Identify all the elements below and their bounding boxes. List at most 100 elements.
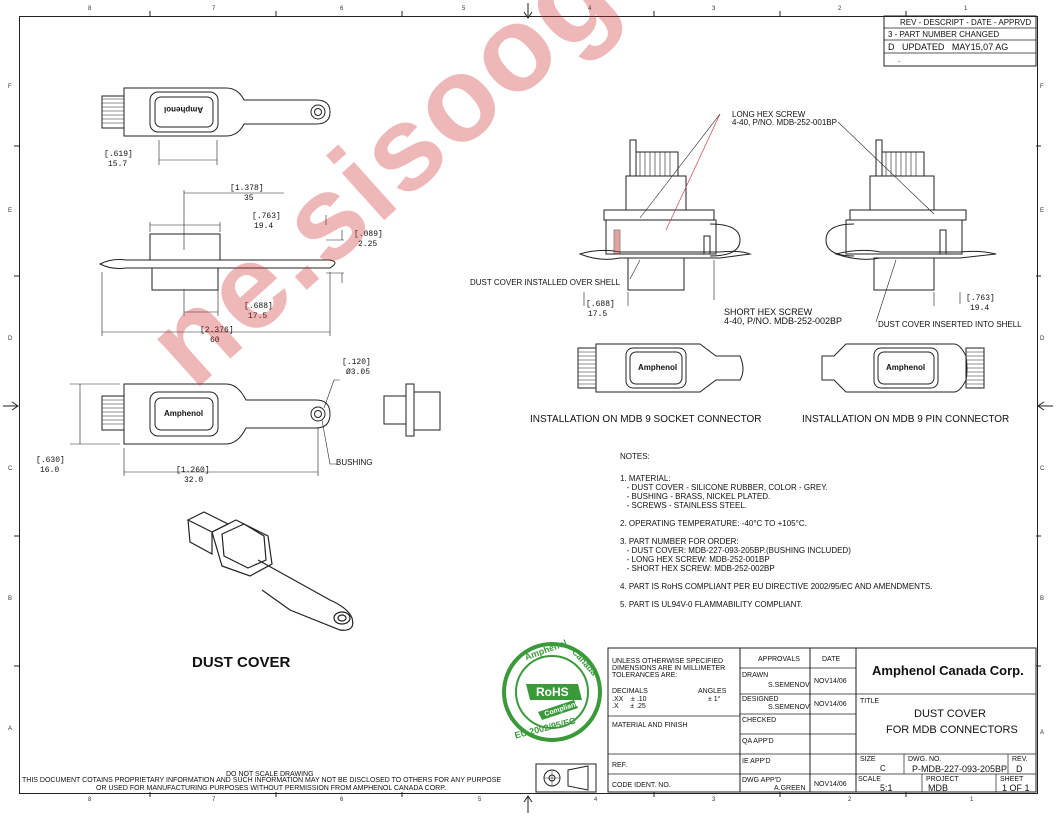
drawn-date: NOV14/06 (814, 678, 847, 685)
long-hex-part: 4-40, P/NO. MDB-252-001BP (732, 118, 837, 127)
tolerance-line: DIMENSIONS ARE IN MILLIMETER (612, 665, 726, 672)
dim-inch: [1.378] (230, 184, 264, 193)
rev-value: D (1016, 764, 1023, 774)
rev-row: 3 - PART NUMBER CHANGED (888, 30, 1000, 39)
qa-label: QA APP'D (742, 738, 774, 745)
dim-mm: 16.0 (40, 466, 60, 475)
zone-bottom-2: 2 (848, 797, 852, 803)
zone-top-4: 4 (588, 6, 592, 12)
zone-top-3: 3 (712, 6, 716, 12)
zone-top-8: 8 (88, 6, 92, 12)
dim-inch: [.688] (586, 300, 615, 309)
zone-left-b: B (8, 596, 13, 602)
bushing-callout: BUSHING (336, 458, 373, 467)
zone-bottom-4: 4 (594, 797, 598, 803)
brand-label-top-view: Amphenol (164, 105, 204, 114)
zone-right-c: C (1040, 466, 1045, 472)
note-line: - SHORT HEX SCREW: MDB-252-002BP (620, 564, 775, 573)
rohs-seal: Amphenol Canada RoHS Compliant EU 2002/9… (500, 638, 604, 744)
rev-header: REV - DESCRIPT - DATE - APPRVD (900, 18, 1032, 27)
notes-list: 1. MATERIAL: - DUST COVER - SILICONE RUB… (620, 474, 1020, 609)
tolerance-line: TOLERANCES ARE: (612, 672, 678, 679)
tolerance-xx: .XX ± .10 (612, 696, 647, 703)
zone-bottom-8: 8 (88, 797, 92, 803)
brand-label-pin: Amphenol (886, 363, 926, 372)
size-value: C (880, 764, 886, 773)
rev-row: . (898, 55, 901, 64)
title-label: TITLE (860, 698, 880, 705)
dim-inch: [.120] (342, 358, 371, 367)
rev-label: REV. (1012, 756, 1028, 763)
brand-label-view-3: Amphenol (164, 409, 204, 418)
zone-bottom-1: 1 (970, 797, 974, 803)
tolerance-x: .X ± .25 (612, 703, 646, 710)
note-line: - DUST COVER - SILICONE RUBBER, COLOR - … (620, 483, 828, 492)
note-line (620, 573, 1020, 582)
short-hex-part: 4-40, P/NO. MDB-252-002BP (724, 316, 843, 326)
material-label: MATERIAL AND FINISH (612, 722, 688, 729)
zone-bottom-6: 6 (340, 797, 344, 803)
no-scale-note: DO NOT SCALE DRAWING (226, 771, 314, 778)
ref-label: REF. (612, 762, 628, 769)
dim-mm: 35 (244, 194, 254, 203)
angles-label: ANGLES (698, 688, 727, 695)
zone-left-c: C (8, 466, 13, 472)
dim-mm: 17.5 (588, 310, 608, 319)
zone-right-d: D (1040, 336, 1045, 342)
dim-inch: [1.260] (176, 466, 210, 475)
decimals-label: DECIMALS (612, 688, 648, 695)
note-line (620, 591, 1020, 600)
note-line: - DUST COVER: MDB-227-093-205BP.(BUSHING… (620, 546, 851, 555)
sheet-value: 1 OF 1 (1002, 783, 1030, 793)
caption-socket: INSTALLATION ON MDB 9 SOCKET CONNECTOR (530, 414, 762, 425)
dim-mm: 19.4 (254, 222, 274, 231)
company-name: Amphenol Canada Corp. (872, 663, 1024, 678)
dim-inch: [.619] (104, 150, 133, 159)
note-line: - BUSHING - BRASS, NICKEL PLATED. (620, 492, 771, 501)
dim-inch: [2.376] (200, 326, 234, 335)
note-line: - SCREWS - STAINLESS STEEL. (620, 501, 747, 510)
zone-right-e: E (1040, 208, 1045, 214)
caption-pin: INSTALLATION ON MDB 9 PIN CONNECTOR (802, 414, 1010, 425)
dwg-no-label: DWG. NO. (908, 756, 942, 763)
rohs-mid-text: RoHS (536, 685, 569, 699)
dust-cover-heading: DUST COVER (192, 654, 291, 671)
dim-mm: 19.4 (970, 304, 990, 313)
dim-mm: 17.5 (248, 312, 268, 321)
drawing-title-1: DUST COVER (914, 708, 986, 720)
zone-left-a: A (8, 726, 13, 732)
short-hex-callout: SHORT HEX SCREW (724, 307, 813, 317)
note-line: 1. MATERIAL: (620, 474, 671, 483)
dim-inch: [.763] (966, 294, 995, 303)
dim-inch: [.763] (252, 212, 281, 221)
ie-label: IE APP'D (742, 758, 771, 765)
brand-label-socket: Amphenol (638, 363, 678, 372)
date-label: DATE (822, 656, 841, 663)
zone-right-b: B (1040, 596, 1045, 602)
dust-inserted-callout: DUST COVER INSERTED INTO SHELL (878, 320, 1022, 329)
dim-inch: [.630] (36, 456, 65, 465)
checked-label: CHECKED (742, 717, 777, 724)
zone-left-f: F (8, 84, 12, 90)
tolerance-angle: ± 1° (708, 696, 721, 703)
designed-by: S.SEMENOV (768, 704, 810, 711)
sheet-label: SHEET (1000, 776, 1024, 783)
zone-top-6: 6 (340, 6, 344, 12)
drawn-by: S.SEMENOV (768, 682, 810, 689)
scale-label: SCALE (858, 776, 881, 783)
dim-mm: 32.0 (184, 476, 204, 485)
drawing-title-2: FOR MDB CONNECTORS (886, 724, 1018, 736)
note-line: 2. OPERATING TEMPERATURE: -40°C TO +105°… (620, 519, 807, 528)
zone-bottom-7: 7 (212, 797, 216, 803)
designed-date: NOV14/06 (814, 701, 847, 708)
rohs-seal-graphic (502, 642, 602, 742)
dim-mm: 60 (210, 336, 220, 345)
zone-bottom-5: 5 (478, 797, 482, 803)
note-line: 4. PART IS RoHS COMPLIANT PER EU DIRECTI… (620, 582, 933, 591)
long-hex-callout: LONG HEX SCREW (732, 110, 806, 119)
note-line: - LONG HEX SCREW: MDB-252-001BP (620, 555, 770, 564)
note-line: 3. PART NUMBER FOR ORDER: (620, 537, 739, 546)
zone-top-7: 7 (212, 6, 216, 12)
note-line (620, 528, 1020, 537)
